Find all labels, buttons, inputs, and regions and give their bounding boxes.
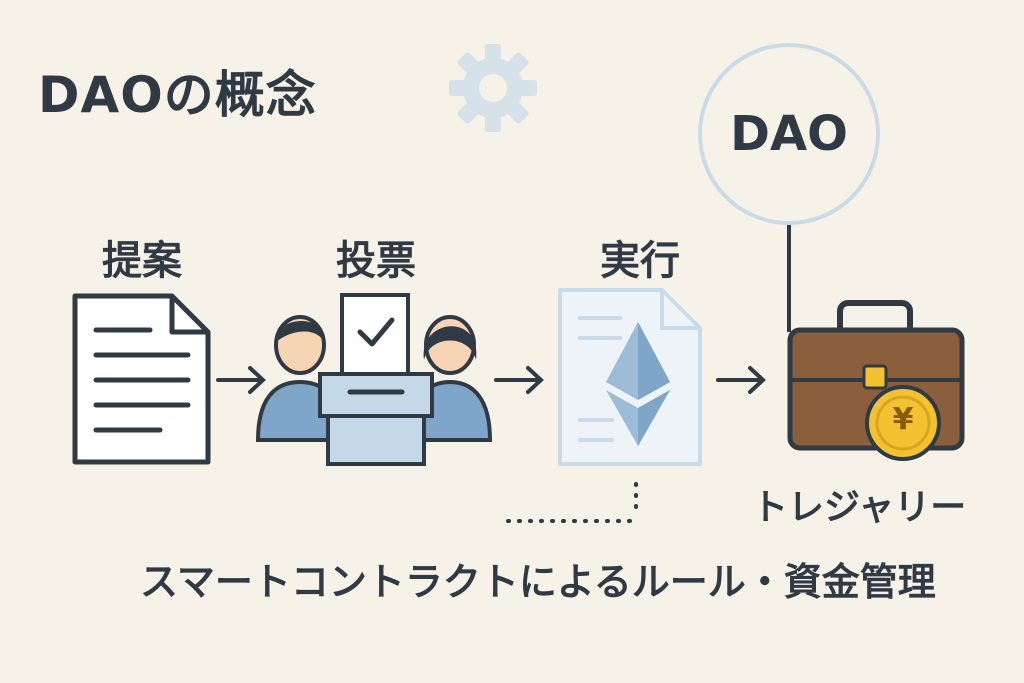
- gear-icon: [449, 44, 537, 132]
- dotted-connector: [506, 482, 638, 523]
- treasury-label: トレジャリー: [752, 487, 967, 528]
- arrow-right-icon: [216, 366, 266, 394]
- dao-label: DAO: [730, 106, 848, 162]
- smart-contract-ethereum-icon: [558, 288, 702, 466]
- document-icon: [72, 293, 211, 465]
- arrow-right-icon: [494, 366, 544, 394]
- ballot-box-voters-icon: [255, 293, 493, 466]
- step-label-proposal: 提案: [102, 238, 182, 284]
- yen-symbol: ¥: [892, 402, 914, 437]
- step-label-execute: 実行: [600, 238, 680, 284]
- bottom-caption: スマートコントラクトによるルール・資金管理: [140, 560, 936, 604]
- page-title: DAOの概念: [38, 66, 317, 124]
- yen-coin-icon: [865, 385, 941, 461]
- arrow-right-icon: [716, 366, 766, 394]
- step-label-vote: 投票: [336, 238, 416, 284]
- dao-circle: DAO: [698, 43, 880, 225]
